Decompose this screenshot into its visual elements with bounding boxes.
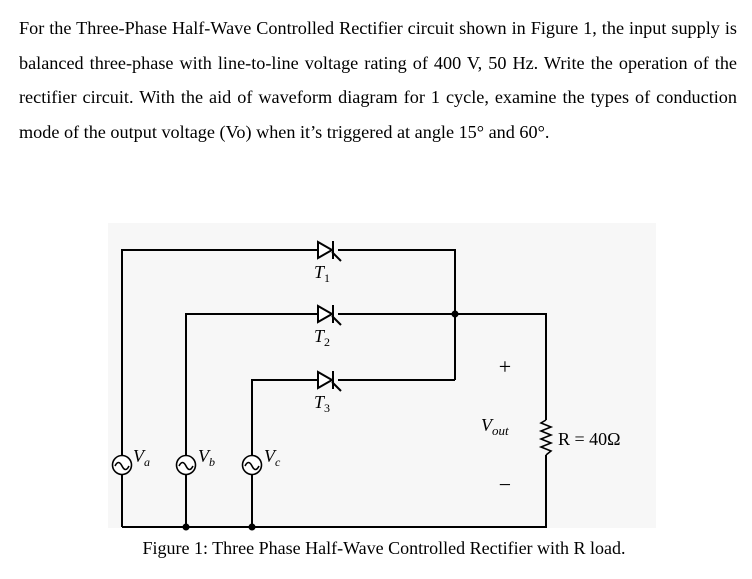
thyristor-t2-icon: [317, 304, 342, 326]
wire-phase-a: [121, 249, 318, 455]
ac-source-c-icon: [241, 454, 263, 476]
wire-return-bus: [122, 455, 547, 528]
ac-source-b-icon: [175, 454, 197, 476]
source-a-label: Va: [133, 446, 150, 469]
load-resistance-label: R = 40Ω: [558, 429, 621, 449]
junction-dots: [182, 310, 459, 531]
figure-caption: Figure 1: Three Phase Half-Wave Controll…: [142, 538, 626, 558]
wire-t2-out: [338, 313, 547, 420]
thyristor-t3-icon: [317, 370, 342, 392]
junction-dot: [182, 523, 190, 531]
thyristor-t1-icon: [317, 240, 342, 262]
circuit-diagram-panel: [108, 223, 656, 528]
ac-source-a-icon: [111, 454, 133, 476]
question-text: For the Three-Phase Half-Wave Controlled…: [19, 18, 737, 142]
circuit-wires: [121, 249, 547, 528]
source-c-label: Vc: [264, 446, 281, 469]
junction-dot: [248, 523, 256, 531]
resistor-icon: [538, 419, 554, 456]
wire-phase-c: [251, 379, 318, 455]
thyristor-t3-label: T3: [314, 392, 330, 415]
wire-t1-out: [338, 249, 456, 380]
output-voltage-label: Vout: [481, 415, 509, 438]
thyristor-t1-label: T1: [314, 262, 330, 285]
source-b-label: Vb: [198, 446, 215, 469]
wire-phase-b: [185, 313, 318, 455]
output-minus-sign: −: [499, 472, 511, 497]
junction-dot: [451, 310, 459, 318]
thyristor-t2-label: T2: [314, 326, 330, 349]
output-plus-sign: +: [499, 354, 511, 379]
